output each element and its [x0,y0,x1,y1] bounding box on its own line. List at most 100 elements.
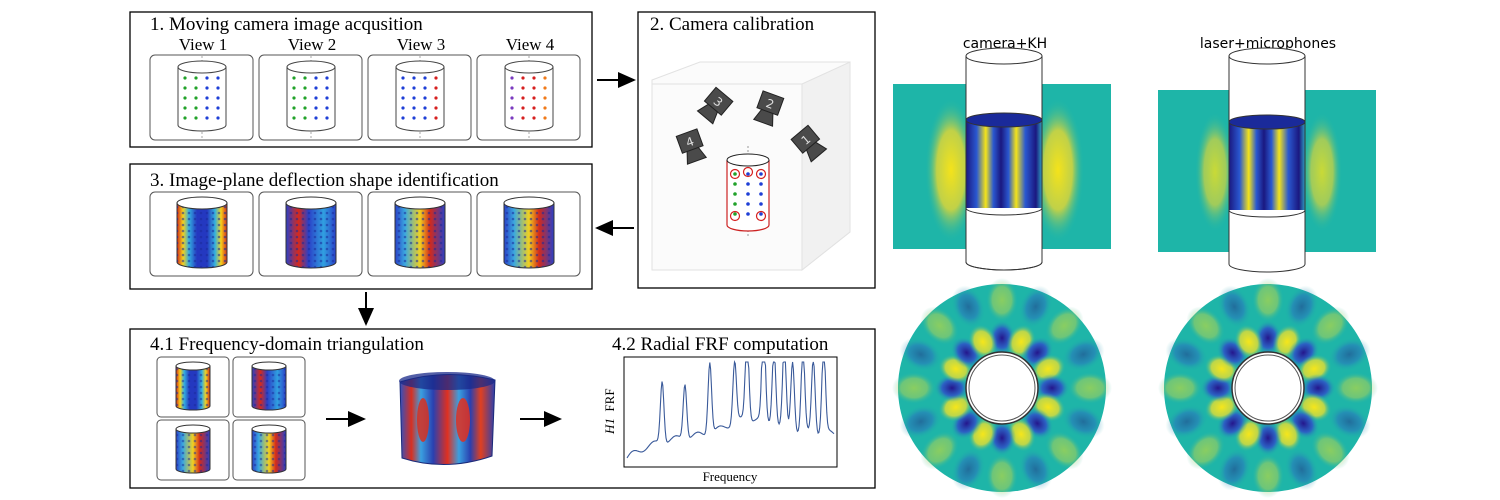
marker-dot [423,96,427,100]
marker-dot [401,76,405,80]
view-label: View 1 [179,35,228,54]
panel-border [129,163,593,290]
marker-dot [314,96,318,100]
marker-dot [216,86,220,90]
marker-dot [746,202,750,206]
marker-dot [521,76,525,80]
frf-curve [626,360,835,459]
marker-dot [532,76,536,80]
marker-dot [401,116,405,120]
marker-dot [412,86,416,90]
marker-dot [434,96,438,100]
marker-dot [510,86,514,90]
panel-title: 2. Camera calibration [650,14,815,35]
frf-ylabel-italic: H1 [602,418,617,435]
camera-icon: 4 [675,128,708,165]
marker-dot [314,86,318,90]
marker-dot [325,106,329,110]
marker-dot [532,106,536,110]
marker-dot [325,76,329,80]
sound-field-camera [893,47,1111,271]
marker-dot [216,106,220,110]
small-thumbnails [156,356,306,481]
marker-dot [746,172,750,176]
frf-xlabel: Frequency [703,469,758,484]
marker-dot [434,116,438,120]
marker-dot [434,76,438,80]
marker-dot [412,106,416,110]
marker-dot [292,116,296,120]
calibration-target [729,168,741,180]
panel-title: 1. Moving camera image acqusition [150,14,423,35]
mode-lobe-yellow [968,324,998,360]
marker-dot [325,116,329,120]
camera-icon: 1 [790,124,828,163]
marker-dot [759,202,763,206]
marker-dot [216,76,220,80]
marker-dot [183,96,187,100]
marker-dot [205,86,209,90]
marker-dot [733,192,737,196]
marker-dot [303,96,307,100]
marker-dot [543,76,547,80]
marker-dot [423,106,427,110]
panel-title-frf: 4.2 Radial FRF computation [612,334,829,355]
calibration-cylinder [726,146,770,238]
marker-dot [412,76,416,80]
panel-image-acquisition: 1. Moving camera image acqusition View 1… [129,11,593,148]
marker-dot [292,106,296,110]
marker-dot [401,106,405,110]
marker-dot [205,106,209,110]
marker-dot [521,116,525,120]
marker-dot [183,86,187,90]
deflection-thumbnails [149,191,581,277]
view-thumbnails [149,54,581,141]
marker-dot [292,96,296,100]
result-label-laser: laser+microphones [1200,36,1336,52]
marker-dot [423,86,427,90]
marker-dot [205,76,209,80]
cylinder-surface-field [1229,122,1305,210]
marker-dot [434,106,438,110]
marker-dot [510,96,514,100]
cylinder-outline [504,67,554,132]
disk-hole [965,351,1039,425]
panel-border [129,328,876,489]
marker-dot [194,96,198,100]
marker-dot [521,86,525,90]
marker-dot [325,86,329,90]
marker-dot [412,96,416,100]
marker-dot [733,202,737,206]
marker-dot [401,86,405,90]
marker-dot [423,116,427,120]
marker-dot [183,116,187,120]
marker-dot [759,192,763,196]
marker-dot [746,192,750,196]
disk-hole [1231,351,1305,425]
marker-dot [521,96,525,100]
marker-dot [543,116,547,120]
triangulated-shape [399,372,496,465]
marker-dot [194,106,198,110]
marker-dot [434,86,438,90]
marker-dot [543,96,547,100]
panel-title: 4.1 Frequency-domain triangulation [150,334,424,355]
view-label: View 4 [506,35,555,54]
marker-dot [532,86,536,90]
marker-dot [746,182,750,186]
marker-dot [314,116,318,120]
panel-deflection-identification: 3. Image-plane deflection shape identifi… [129,163,593,290]
cylinder-outline [395,67,445,132]
marker-dot [510,76,514,80]
frf-ylabel: FRF [602,388,617,411]
marker-dot [292,86,296,90]
mode-lobe-yellow [1234,324,1264,360]
radial-field-camera [892,278,1112,498]
frf-plot: Frequency H1 FRF [602,356,838,484]
marker-dot [216,116,220,120]
result-label-camera: camera+KH [963,36,1047,52]
marker-dot [733,172,737,176]
marker-dot [510,106,514,110]
